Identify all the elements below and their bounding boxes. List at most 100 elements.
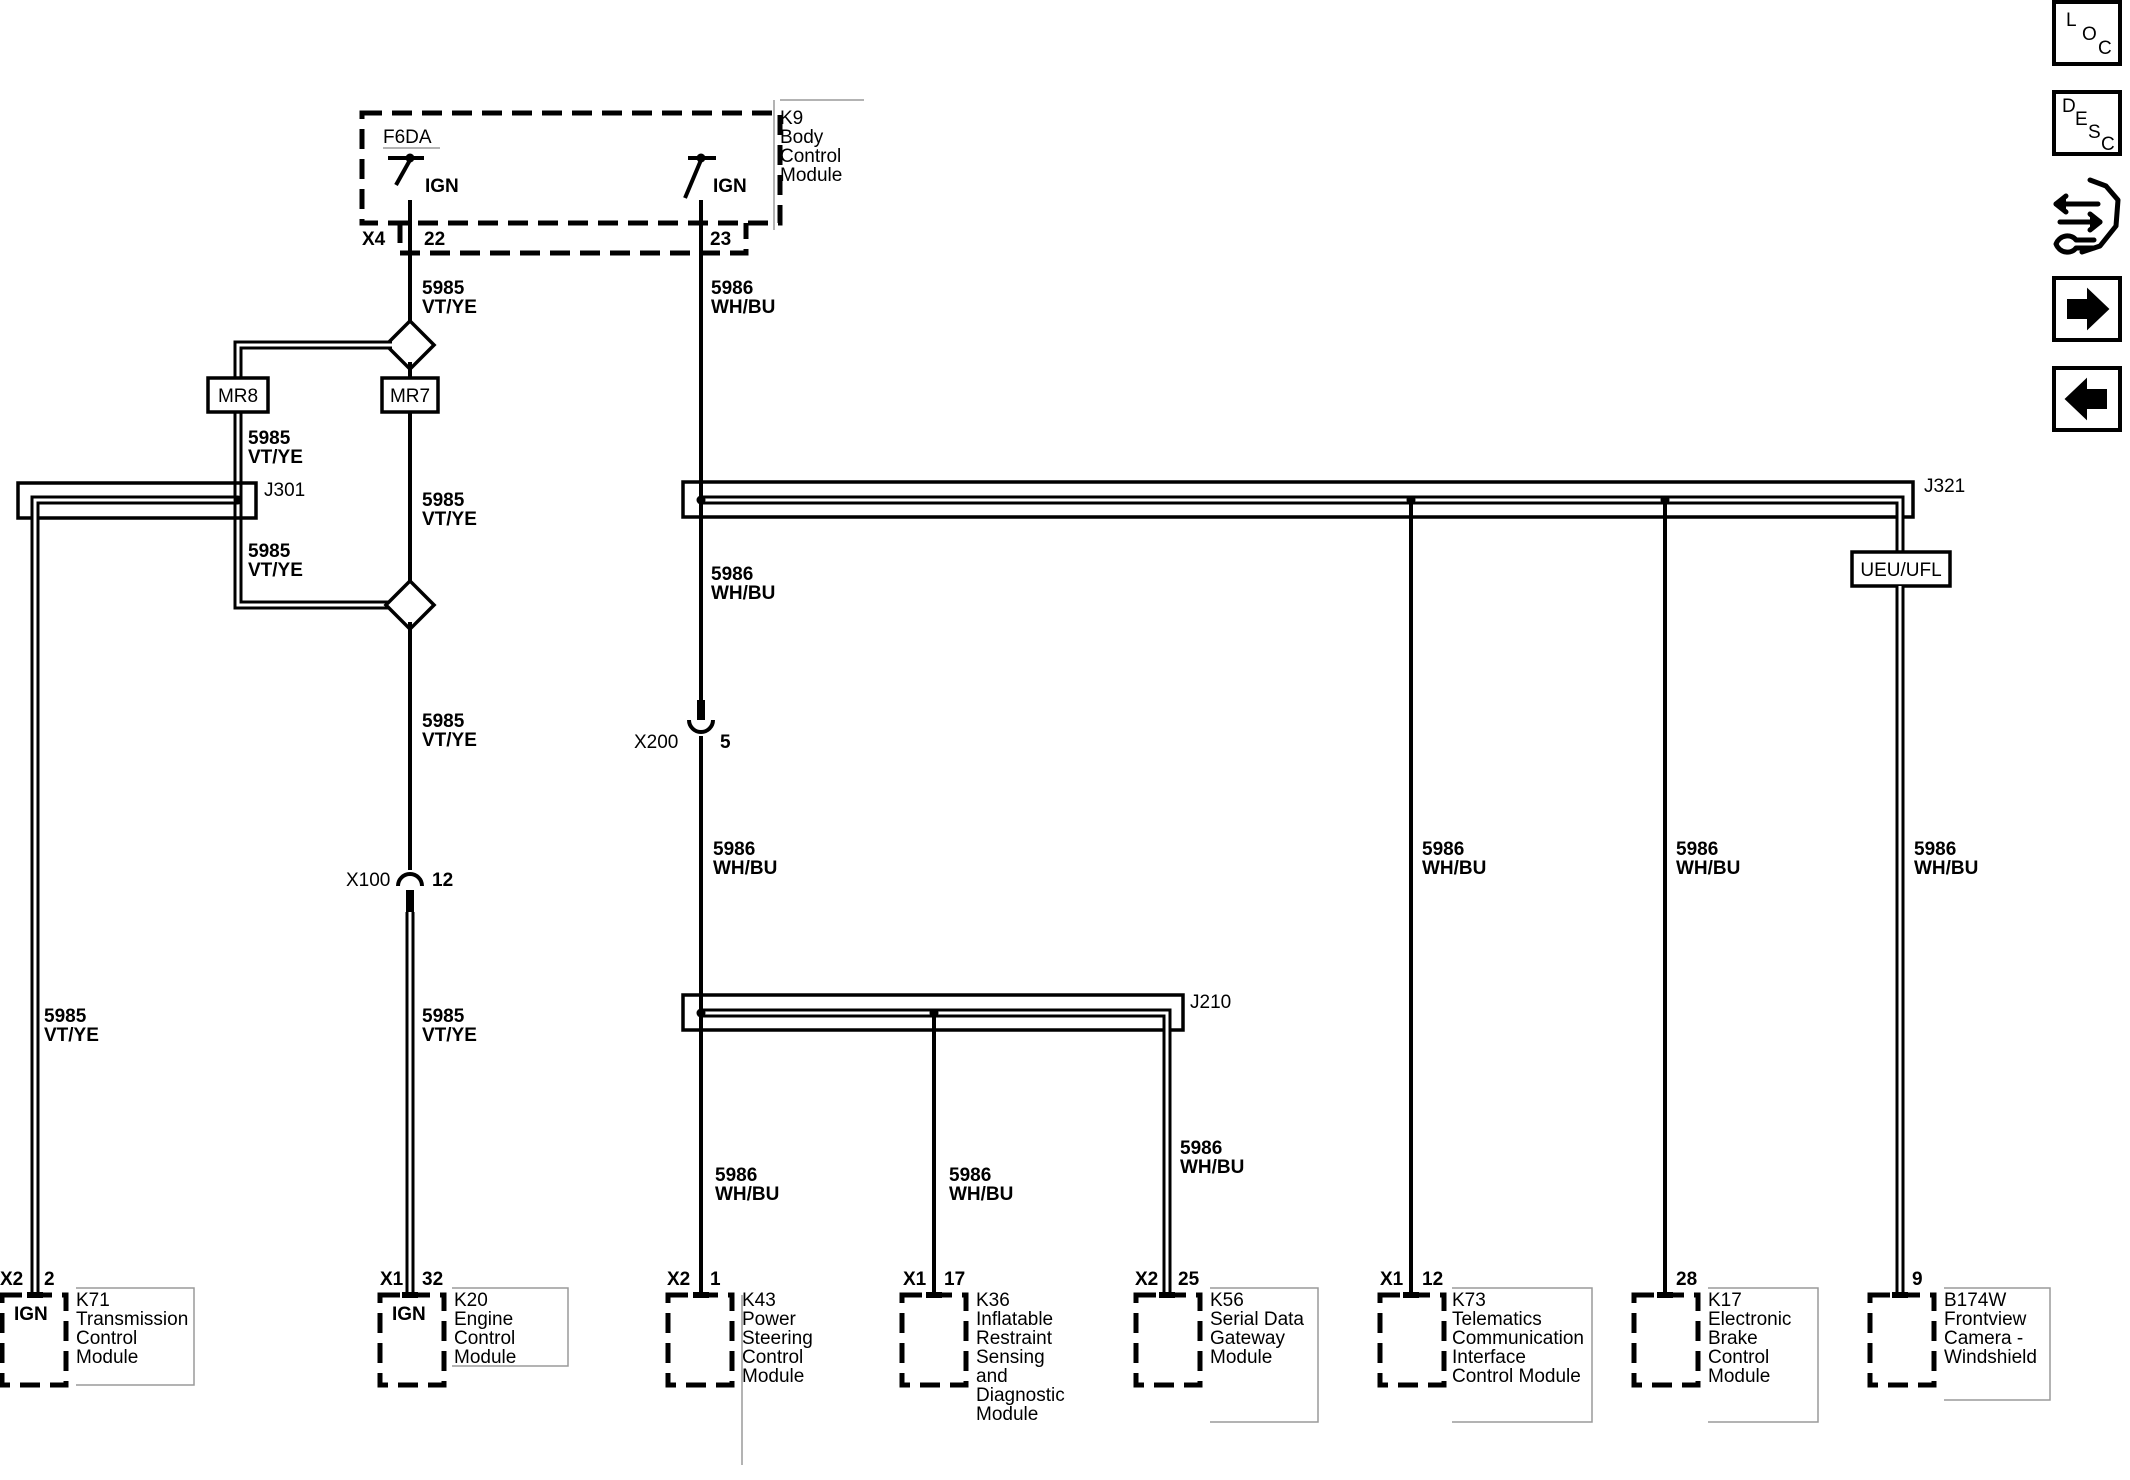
pin-23-label: 23 <box>710 229 731 250</box>
loc-letter-l: L <box>2066 10 2077 31</box>
desc-letter-d: D <box>2062 96 2076 117</box>
b174w-frontview-camera: 9 B174W Frontview Camera - Windshield <box>1867 1269 2051 1401</box>
k20-label: K20 Engine Control Module <box>454 1290 521 1368</box>
mr7-label: MR7 <box>390 386 430 407</box>
k73-connector-label: X1 <box>1380 1269 1404 1290</box>
x200-pin-label: 5 <box>720 732 731 753</box>
k17-pin-label: 28 <box>1676 1269 1697 1290</box>
splice-upper <box>383 318 437 372</box>
f6da-label: F6DA <box>383 127 432 148</box>
b174w-pin-label: 9 <box>1912 1269 1923 1290</box>
ueu-ufl-label: UEU/UFL <box>1860 560 1941 581</box>
k71-connector-label: X2 <box>0 1269 23 1290</box>
k71-transmission-control-module: IGN X2 2 K71 Transmission Control Module <box>0 1269 195 1388</box>
pin-22-label: 22 <box>424 229 445 250</box>
x200-label: X200 <box>634 732 678 753</box>
k17-outline <box>1631 1292 1701 1388</box>
k73-label: K73 Telematics Communication Interface C… <box>1452 1290 1589 1387</box>
k43-outline <box>665 1292 735 1388</box>
loc-button[interactable]: L O C <box>2052 0 2122 66</box>
k36-connector-label: X1 <box>903 1269 927 1290</box>
k56-pin-label: 25 <box>1178 1269 1200 1290</box>
k43-pin-label: 1 <box>710 1269 721 1290</box>
ign-switch-a: IGN <box>388 153 459 223</box>
next-button[interactable] <box>2052 276 2122 342</box>
b174w-outline <box>1867 1292 1937 1388</box>
x100-label: X100 <box>346 870 390 891</box>
k73-outline <box>1377 1292 1447 1388</box>
k17-label: K17 Electronic Brake Control Module <box>1708 1290 1797 1387</box>
k9-connector-outline <box>397 223 749 256</box>
connector-wrench-icon <box>2053 177 2121 255</box>
mr8-label: MR8 <box>218 386 258 407</box>
ign-label-b: IGN <box>713 176 747 197</box>
branch-to-mr8 <box>233 340 392 378</box>
k17-electronic-brake-control-module: 28 K17 Electronic Brake Control Module <box>1631 1269 1819 1423</box>
j301-label: J301 <box>264 480 305 501</box>
k43-power-steering-control-module: X2 1 K43 Power Steering Control Module <box>665 1269 818 1465</box>
previous-button[interactable] <box>2052 366 2122 432</box>
k56-label: K56 Serial Data Gateway Module <box>1210 1290 1309 1368</box>
x100-pin-label: 12 <box>432 870 453 891</box>
arrow-right-icon <box>2067 287 2110 331</box>
loc-letter-c: C <box>2098 38 2112 59</box>
k20-ign-label: IGN <box>392 1304 426 1325</box>
arrow-left-icon <box>2064 377 2107 421</box>
k71-pin-label: 2 <box>44 1269 55 1290</box>
connector-wrench-button[interactable] <box>2053 177 2121 255</box>
j301-splice-pack <box>16 481 258 520</box>
desc-button[interactable]: D E S C <box>2052 90 2122 156</box>
desc-letter-c: C <box>2101 134 2115 155</box>
k20-pin-label: 32 <box>422 1269 443 1290</box>
k36-outline <box>899 1292 969 1388</box>
desc-letter-s: S <box>2088 122 2101 143</box>
ign-label-a: IGN <box>425 176 459 197</box>
k43-label: K43 Power Steering Control Module <box>742 1290 818 1387</box>
k36-pin-label: 17 <box>944 1269 965 1290</box>
k43-connector-label: X2 <box>667 1269 690 1290</box>
k73-telematics-module: X1 12 K73 Telematics Communication Inter… <box>1377 1269 1593 1423</box>
k36-inflatable-restraint-module: X1 17 K36 Inflatable Restraint Sensing a… <box>899 1269 1070 1425</box>
x100-connector <box>396 872 424 887</box>
k20-connector-label: X1 <box>380 1269 404 1290</box>
k36-label: K36 Inflatable Restraint Sensing and Dia… <box>976 1290 1070 1425</box>
x200-connector <box>687 719 715 734</box>
ueu-ufl-box <box>1850 550 1952 588</box>
k9-label-bracket <box>773 99 864 230</box>
splice-lower <box>383 578 437 632</box>
j321-splice-pack <box>681 480 1915 519</box>
k9-body-control-module: K9 Body Control Module F6DA IGN IGN X4 2… <box>359 99 864 256</box>
k56-outline <box>1133 1292 1203 1388</box>
wire-5985-to-k71 <box>30 495 238 1295</box>
k9-module-outline <box>359 110 783 226</box>
loc-letter-o: O <box>2082 24 2097 45</box>
k9-label: K9 Body Control Module <box>780 108 847 186</box>
mr7-box <box>380 376 440 414</box>
j321-label: J321 <box>1924 476 1965 497</box>
j210-label: J210 <box>1190 992 1231 1013</box>
k73-pin-label: 12 <box>1422 1269 1443 1290</box>
k71-label: K71 Transmission Control Module <box>76 1290 194 1368</box>
ign-switch-b: IGN <box>683 153 747 223</box>
mr8-box <box>206 376 270 414</box>
k56-serial-data-gateway-module: X2 25 K56 Serial Data Gateway Module <box>1133 1269 1319 1423</box>
k71-ign-label: IGN <box>14 1304 48 1325</box>
